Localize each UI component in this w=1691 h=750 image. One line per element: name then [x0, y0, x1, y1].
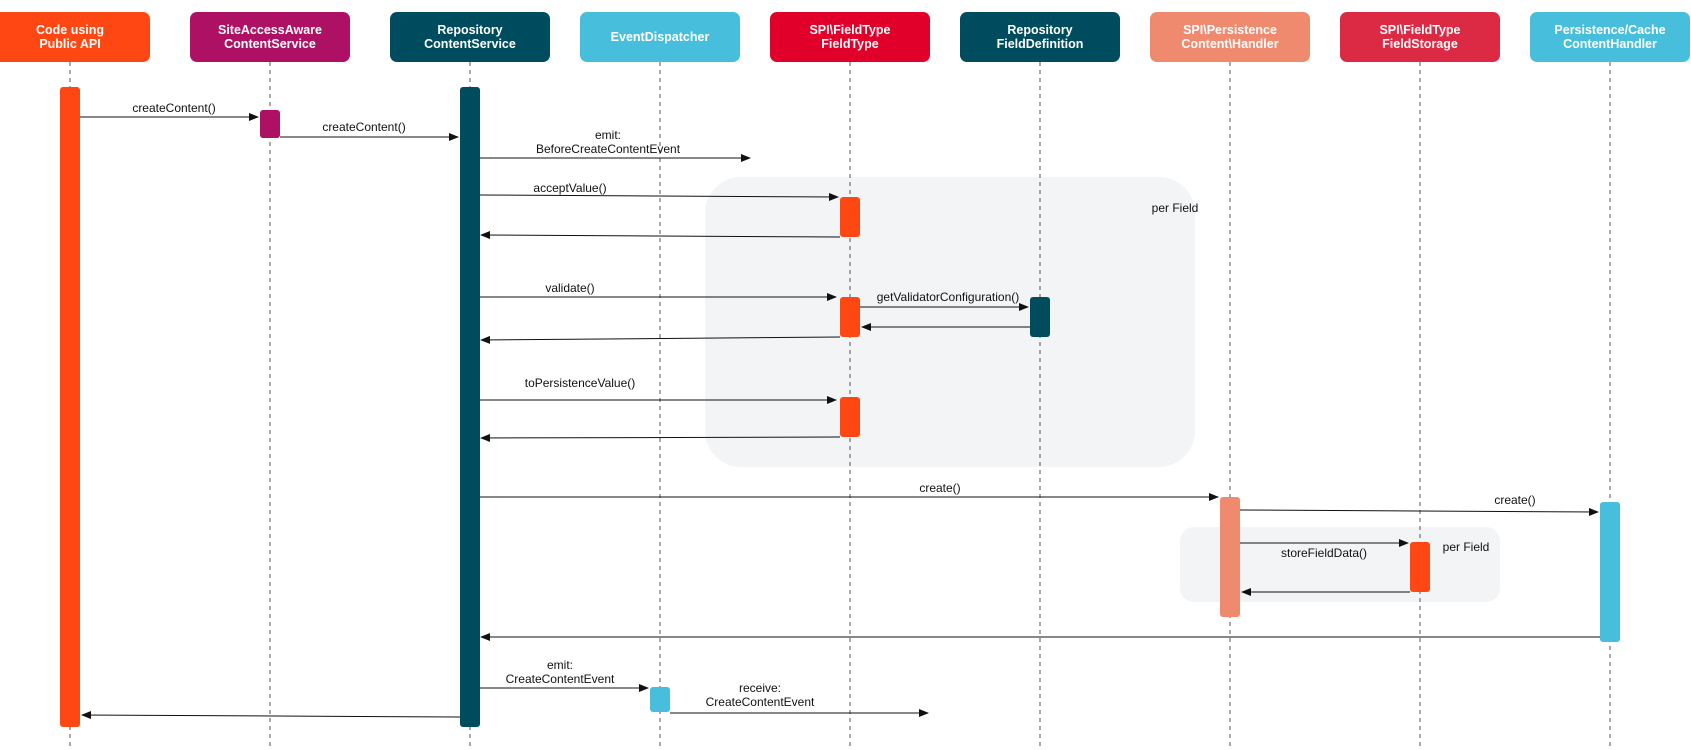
message-arrow-m4	[479, 192, 839, 201]
message-label-m14: storeFieldData()	[1281, 546, 1367, 560]
activation-cache	[1600, 502, 1620, 642]
message-label-m10: toPersistenceValue()	[525, 376, 636, 390]
message-arrow-m11	[480, 433, 841, 442]
activation-fieldtype-persist	[840, 397, 860, 437]
activation-repo	[460, 87, 480, 727]
activation-fieldtype-validate	[840, 297, 860, 337]
group-label-per-field-fieldtype: per Field	[1152, 201, 1199, 215]
participant-label-line1: Code using	[35, 23, 105, 37]
participant-label-line1: SPI\Persistence	[1183, 23, 1277, 37]
group-box-per-field-fieldtype	[705, 177, 1195, 467]
message-arrow-m13	[1239, 507, 1599, 516]
message-label-m12: create()	[919, 481, 960, 495]
participant-label-line2: Content\Handler	[1181, 37, 1279, 51]
message-label-m3-line1: emit:	[595, 128, 621, 142]
activation-fieldstorage	[1410, 542, 1430, 592]
group-label-per-field-storage: per Field	[1443, 540, 1490, 554]
activation-fieldtype-accept	[840, 197, 860, 237]
activation-fielddef	[1030, 297, 1050, 337]
activation-code	[60, 87, 80, 727]
message-label-m18-line2: CreateContentEvent	[706, 695, 815, 709]
message-label-m3-line2: BeforeCreateContentEvent	[536, 142, 681, 156]
activation-siteaccess	[260, 110, 280, 138]
participant-label-line1: Persistence/Cache	[1554, 23, 1666, 37]
participant-label-line2: ContentService	[424, 37, 516, 51]
message-label-m6: validate()	[545, 281, 594, 295]
participant-label-line2: FieldStorage	[1382, 37, 1458, 51]
participant-label-line1: SPI\FieldType	[809, 23, 891, 37]
message-label-m4: acceptValue()	[533, 181, 606, 195]
participant-label-line1: Repository	[1007, 23, 1073, 37]
participant-label-line1: SiteAccessAware	[217, 23, 322, 37]
message-arrow-m19	[81, 711, 461, 720]
message-label-m13: create()	[1494, 493, 1535, 507]
participant-dispatcher: EventDispatcher	[580, 12, 740, 62]
message-arrow-m5	[480, 231, 841, 240]
message-label-m18-line1: receive:	[739, 681, 781, 695]
activation-persistence	[1220, 497, 1240, 617]
message-label-m7: getValidatorConfiguration()	[877, 290, 1020, 304]
message-arrow-m9	[480, 335, 841, 344]
participant-label-line1: EventDispatcher	[610, 30, 710, 44]
activation-dispatcher	[650, 687, 670, 712]
participant-label-line2: Public API	[39, 37, 101, 51]
participant-label-line2: ContentService	[224, 37, 316, 51]
participant-label-line2: FieldDefinition	[996, 37, 1084, 51]
participant-label-line1: Repository	[437, 23, 503, 37]
message-label-m1: createContent()	[132, 101, 215, 115]
message-label-m2: createContent()	[322, 120, 405, 134]
message-label-m17-line1: emit:	[547, 658, 573, 672]
message-label-m17-line2: CreateContentEvent	[506, 672, 615, 686]
participant-label-line2: FieldType	[821, 37, 879, 51]
participant-label-line2: ContentHandler	[1563, 37, 1657, 51]
participant-label-line1: SPI\FieldType	[1379, 23, 1461, 37]
